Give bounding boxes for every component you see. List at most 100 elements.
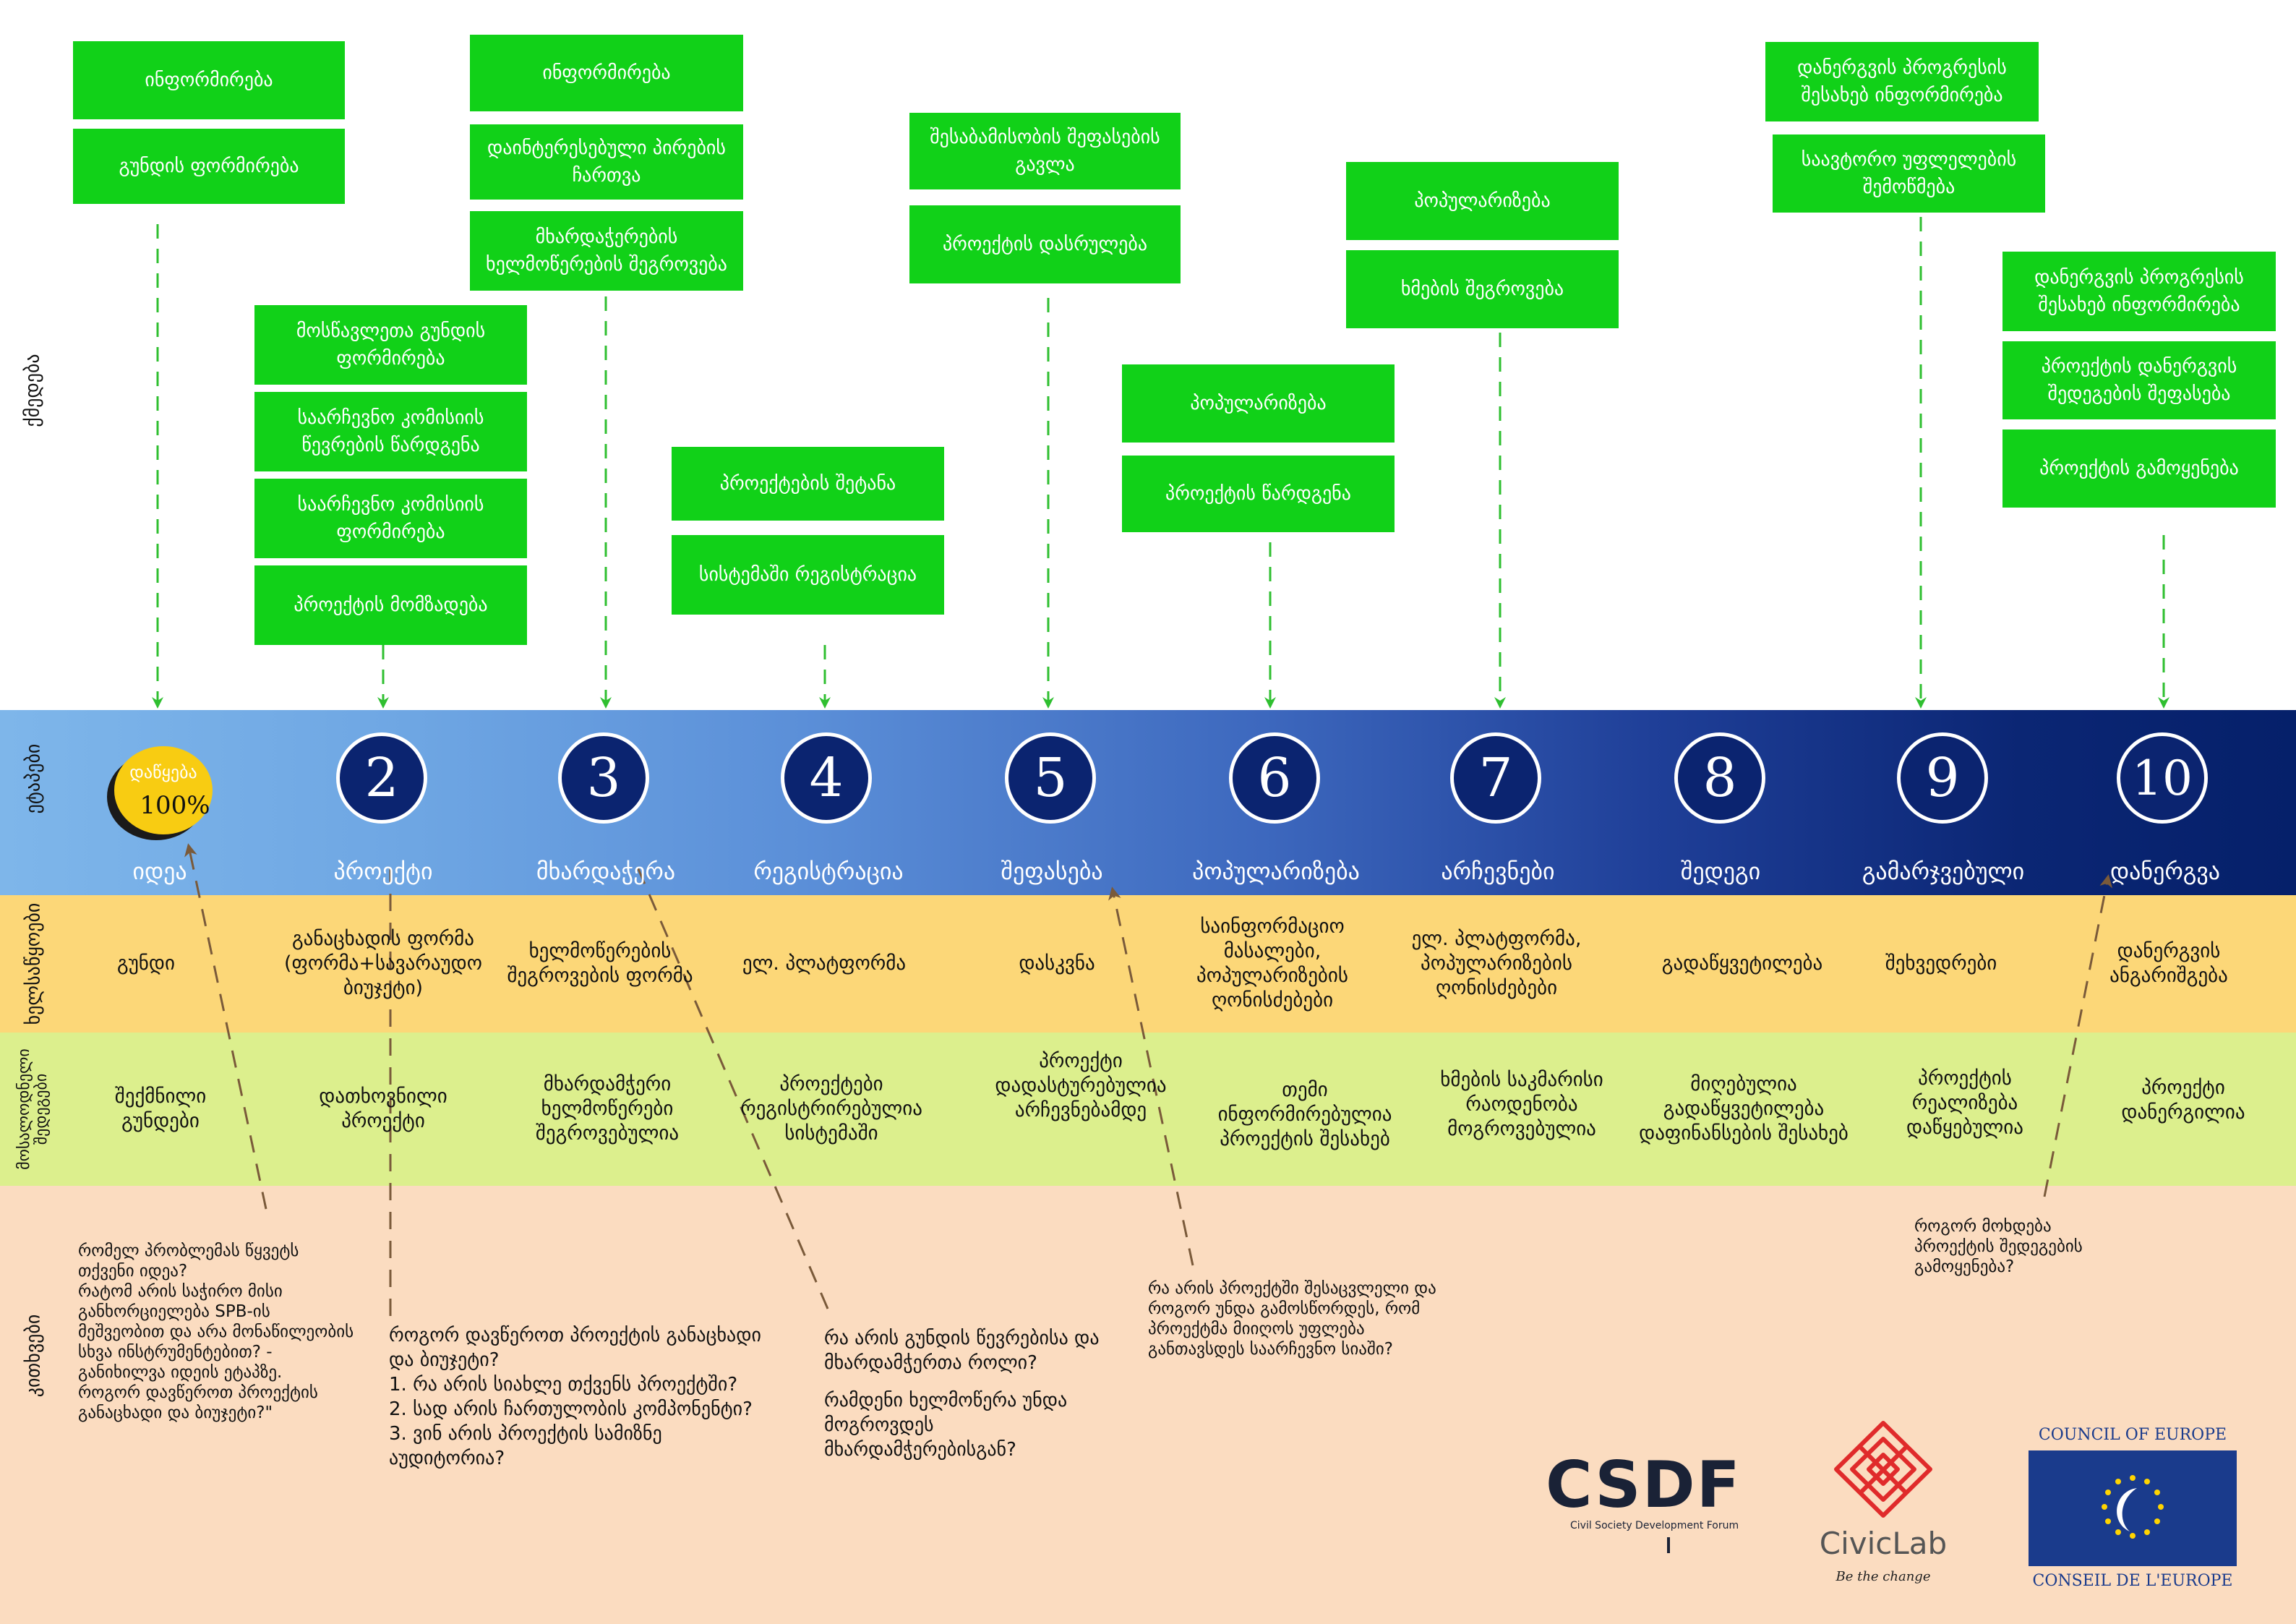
coe-title-en: COUNCIL OF EUROPE (2038, 1426, 2227, 1444)
action-col6-box2: პროექტის წარდგენა (1122, 456, 1395, 532)
question-5-line-1: როგორ მოხდება პროექტის შედეგების გამოყენ… (1914, 1217, 2083, 1276)
tool-5: დასკვნა (1019, 952, 1095, 975)
question-1-line-1: რომელ პრობლემას წყვეტს თქვენი იდეა? (78, 1241, 299, 1281)
start-badge-label: დაწყება (129, 762, 197, 782)
stage-circle-8: 8 (1674, 732, 1765, 824)
stage-name-6: პოპულარიზება (1192, 858, 1360, 885)
action-col6-box1: პოპულარიზება (1122, 364, 1395, 443)
tool-1: გუნდი (117, 952, 175, 975)
csdf-logo-text: CSDF (1546, 1448, 1742, 1522)
action-col2-box4: პროექტის მომზადება (254, 565, 527, 645)
action-col10-box2: პროექტის დანერგვის შედეგების შეფასება (2002, 341, 2276, 419)
question-3-line-1: რა არის გუნდის წევრებისა და მხარდამჭერთა… (824, 1328, 1100, 1374)
arrow-question-4 (1108, 886, 1194, 1266)
action-col2-box3: საარჩევნო კომისიის ფორმირება (254, 479, 527, 558)
civiclab-logo-text: CivicLab (1819, 1526, 1948, 1561)
tool-2: განაცხადის ფორმა (ფორმა+სავარაუდო ბიუჯეტ… (284, 928, 482, 999)
coe-flag (2029, 1450, 2237, 1566)
question-2-line-2: 1. რა არის სიახლე თქვენს პროექტში? (389, 1374, 738, 1396)
tool-8: გადაწყვეტილება (1661, 952, 1823, 975)
stage-name-4: რეგისტრაცია (753, 858, 904, 885)
coe-title-fr: CONSEIL DE L'EUROPE (2032, 1572, 2233, 1590)
start-badge: დაწყება 100% (107, 746, 214, 840)
action-col1-box2: გუნდის ფორმირება (73, 129, 345, 204)
result-3: მხარდამჭერი ხელმოწერები შეგროვებულია (535, 1073, 680, 1145)
question-block-4: რა არის პროექტში შესაცვლელი და როგორ უნდ… (1148, 1278, 1459, 1359)
tool-9: შეხვედრები (1885, 952, 1997, 975)
stage-circle-5: 5 (1005, 732, 1096, 824)
action-col9-box1: დანერგვის პროგრესის შესახებ ინფორმირება (1765, 42, 2039, 121)
question-1-line-2: რატომ არის საჭირო მისი განხორციელება SPB… (78, 1282, 354, 1382)
civiclab-tagline: Be the change (1835, 1569, 1931, 1584)
stage-circle-2: 2 (336, 732, 427, 824)
action-col3-box2: დაინტერესებული პირების ჩართვა (470, 124, 743, 200)
action-col3-box3: მხარდაჭერების ხელმოწერების შეგროვება (470, 211, 743, 291)
tool-7: ელ. პლატფორმა, პოპულარიზების ღონისძებები (1411, 928, 1582, 999)
action-col1-box1: ინფორმირება (73, 41, 345, 119)
csdf-logo-subtitle: Civil Society Development Forum (1570, 1520, 1739, 1531)
question-block-5: როგორ მოხდება პროექტის შედეგების გამოყენ… (1914, 1216, 2124, 1277)
arrow-question-3 (635, 863, 829, 1309)
question-block-1: რომელ პრობლემას წყვეტს თქვენი იდეა? რატო… (78, 1241, 367, 1423)
stage-circle-4: 4 (781, 732, 872, 824)
stage-name-5: შეფასება (1001, 858, 1103, 885)
tool-6: საინფორმაციო მასალები, პოპულარიზების ღონ… (1196, 915, 1348, 1012)
civiclab-logo: CivicLab Be the change (1807, 1417, 1959, 1605)
question-2-line-1: როგორ დავწეროთ პროექტის განაცხადი და ბიუ… (389, 1325, 761, 1371)
stage-circle-3: 3 (558, 732, 649, 824)
tool-4: ელ. პლატფორმა (742, 952, 907, 975)
action-col2-box2: საარჩევნო კომისიის წევრების წარდგენა (254, 392, 527, 471)
stage-name-10: დანერგვა (2109, 858, 2221, 885)
csdf-logo: CSDF Civil Society Development Forum (1546, 1453, 1740, 1555)
tool-3: ხელმოწერების შეგროვების ფორმა (507, 940, 693, 987)
tools-band (0, 895, 2296, 1033)
question-2-line-4: 3. ვინ არის პროექტის სამიზნე აუდიტორია? (389, 1423, 662, 1469)
question-3-line-2: რამდენი ხელმოწერა უნდა მოგროვდეს მხარდამ… (824, 1390, 1068, 1461)
stage-circle-10: 10 (2117, 732, 2208, 824)
action-col4-box2: სისტემაში რეგისტრაცია (672, 535, 944, 615)
question-4-line-1: რა არის პროექტში შესაცვლელი და როგორ უნდ… (1148, 1279, 1436, 1359)
stage-name-7: არჩევნები (1441, 858, 1555, 885)
action-col9-box2: საავტორო უფლელების შემოწმება (1773, 134, 2045, 213)
stage-circle-9: 9 (1897, 732, 1988, 824)
result-2: დათხოვნილი პროექტი (319, 1085, 447, 1132)
result-1: შექმნილი გუნდები (114, 1085, 207, 1132)
question-2-line-3: 2. სად არის ჩართულობის კომპონენტი? (389, 1398, 753, 1420)
stage-name-8: შედეგი (1680, 858, 1761, 885)
action-col5-box1: შესაბამისობის შეფასების გავლა (909, 113, 1181, 189)
stage-name-2: პროექტი (333, 858, 433, 885)
questions-band (0, 1186, 2296, 1624)
stage-name-9: გამარჯვებული (1862, 858, 2025, 885)
stage-circle-7: 7 (1450, 732, 1541, 824)
action-col4-box1: პროექტების შეტანა (672, 447, 944, 521)
question-block-2: როგორ დავწეროთ პროექტის განაცხადი და ბიუ… (389, 1323, 794, 1471)
action-col10-box1: დანერგვის პროგრესის შესახებ ინფორმირება (2002, 252, 2276, 331)
action-col7-box2: ხმების შეგროვება (1346, 250, 1619, 328)
result-9: პროექტის რეალიზება დაწყებულია (1906, 1067, 2023, 1139)
stage-circle-6: 6 (1229, 732, 1320, 824)
start-badge-percent: 100% (140, 791, 210, 820)
result-10: პროექტი დანერგილია (2121, 1077, 2245, 1124)
result-7: ხმების საკმარისი რაოდენობა მოგროვებულია (1440, 1069, 1603, 1140)
council-of-europe-logo: COUNCIL OF EUROPE CONSEIL DE L'EUROPE (2024, 1426, 2241, 1597)
csdf-logo-bar (1667, 1537, 1670, 1553)
result-4: პროექტები რეგისტრირებულია სისტემაში (740, 1073, 922, 1145)
arrow-question-5 (2043, 874, 2113, 1197)
arrow-question-1 (184, 843, 267, 1210)
question-block-3: რა არის გუნდის წევრებისა და მხარდამჭერთა… (824, 1326, 1128, 1462)
action-col2-box1: მოსწავლეთა გუნდის ფორმირება (254, 305, 527, 385)
stage-name-1: იდეა (132, 858, 187, 885)
result-6: თემი ინფორმირებულია პროექტის შესახებ (1217, 1079, 1392, 1150)
action-col7-box1: პოპულარიზება (1346, 162, 1619, 240)
result-5: პროექტი დადასტურებულია არჩევნებამდე (995, 1050, 1167, 1121)
action-col10-box3: პროექტის გამოყენება (2002, 429, 2276, 508)
stage-name-3: მხარდაჭერა (536, 858, 676, 885)
action-col5-box2: პროექტის დასრულება (909, 205, 1181, 283)
tool-10: დანერგვის ანგარიშგება (2109, 940, 2228, 987)
action-col3-box1: ინფორმირება (470, 35, 743, 111)
coe-stars-icon (2102, 1475, 2164, 1539)
question-1-line-3: როგორ დავწეროთ პროექტის განაცხადი და ბიუ… (78, 1383, 318, 1422)
civiclab-knot-icon (1834, 1421, 1932, 1518)
